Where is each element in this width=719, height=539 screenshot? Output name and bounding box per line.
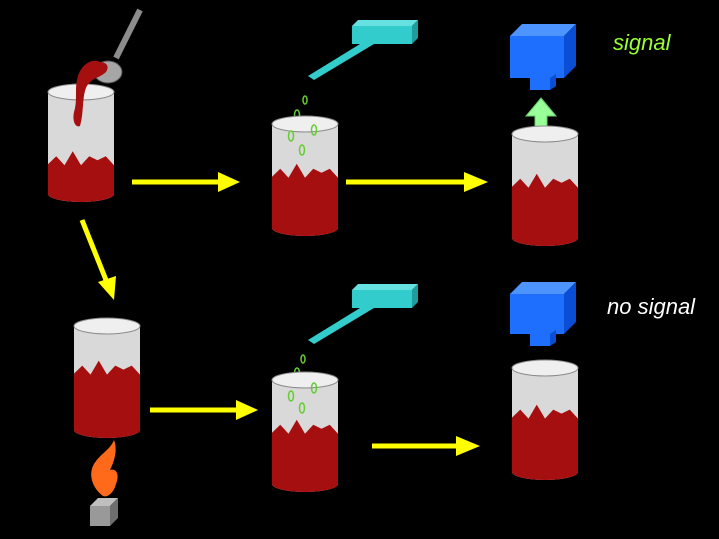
arrow-icon [79,219,116,300]
beaker-icon [511,125,579,246]
droplets-in-beaker [287,382,318,414]
arrow-icon [150,400,258,420]
beaker-icon [271,371,339,492]
beaker-icon [47,83,115,202]
arrow-icon [372,436,480,456]
droplets-in-beaker [287,124,318,156]
detector-icon [510,282,576,346]
flame-icon [91,440,118,497]
pipette-icon [308,20,418,80]
arrow-icon [132,172,240,192]
pipette-icon [308,284,418,344]
beaker-icon [511,359,579,480]
detector-icon [510,24,576,90]
arrow-icon [346,172,488,192]
beaker-icon [73,317,141,438]
burner-icon [90,498,118,526]
signal-label: signal [613,30,671,55]
no-signal-label: no signal [607,294,696,319]
falling-sample [73,60,108,127]
beaker-icon [271,115,339,236]
